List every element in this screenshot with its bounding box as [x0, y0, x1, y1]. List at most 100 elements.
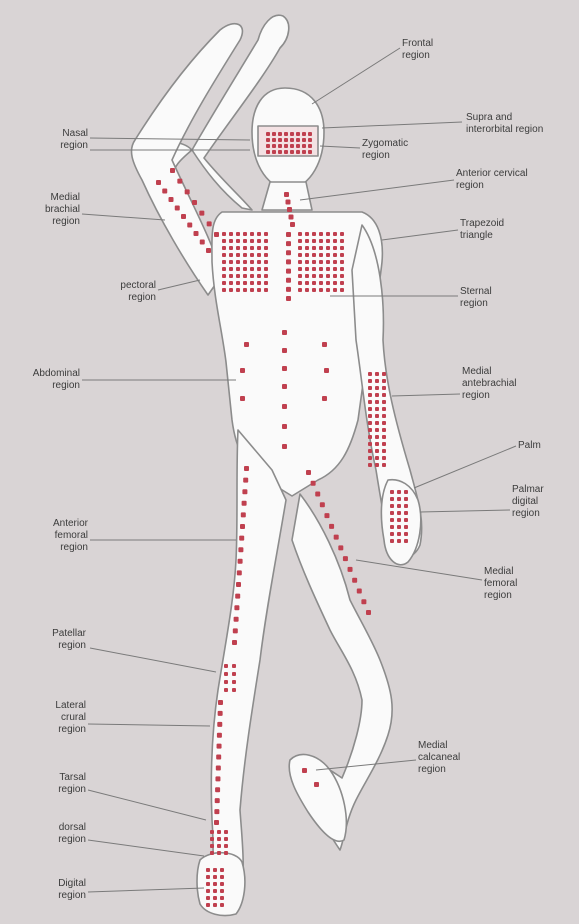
calcaneal-dot	[302, 768, 307, 773]
pectoral-dot	[319, 281, 323, 285]
leader-line	[420, 510, 510, 512]
medial-femoral-dot	[315, 492, 320, 497]
crural-dot	[217, 722, 222, 727]
brachial-dot	[207, 221, 212, 226]
medial-femoral-dot	[306, 470, 311, 475]
label-supra-interorbital-region: Supra and interorbital region	[466, 112, 576, 136]
digital-dot	[206, 903, 210, 907]
antebrachial-dot	[368, 393, 372, 397]
crural-dot	[215, 798, 220, 803]
face-dot	[278, 150, 282, 154]
pectoral-dot	[298, 267, 302, 271]
pectoral-dot	[333, 260, 337, 264]
pectoral-dot	[305, 232, 309, 236]
antebrachial-dot	[375, 442, 379, 446]
pectoral-dot	[319, 288, 323, 292]
pectoral-dot	[222, 288, 226, 292]
face-dot	[296, 138, 300, 142]
face-dot	[308, 144, 312, 148]
pectoral-dot	[236, 274, 240, 278]
face-dot	[308, 150, 312, 154]
medial-femoral-dot	[343, 556, 348, 561]
face-dot	[278, 144, 282, 148]
label-dorsal-region: dorsal region	[30, 822, 86, 846]
face-dot	[272, 144, 276, 148]
label-pectoral-region: pectoral region	[90, 280, 156, 304]
pectoral-dot	[229, 239, 233, 243]
pectoral-dot	[257, 260, 261, 264]
antebrachial-dot	[368, 456, 372, 460]
pectoral-dot	[319, 232, 323, 236]
palm-dot	[404, 518, 408, 522]
antebrachial-dot	[368, 372, 372, 376]
digital-dot	[206, 875, 210, 879]
antebrachial-dot	[382, 442, 386, 446]
face-dot	[284, 138, 288, 142]
femoral-dot	[244, 466, 249, 471]
pectoral-dot	[340, 274, 344, 278]
face-dot	[266, 150, 270, 154]
antebrachial-dot	[375, 414, 379, 418]
antebrachial-dot	[382, 400, 386, 404]
femoral-dot	[233, 628, 238, 633]
pectoral-dot	[243, 239, 247, 243]
leader-line	[392, 394, 460, 396]
pectoral-dot	[312, 246, 316, 250]
palm-dot	[404, 511, 408, 515]
antebrachial-dot	[375, 407, 379, 411]
sternal-dot	[286, 278, 291, 283]
pectoral-dot	[319, 239, 323, 243]
pectoral-dot	[333, 253, 337, 257]
palm-dot	[390, 525, 394, 529]
antebrachial-dot	[382, 435, 386, 439]
femoral-dot	[235, 594, 240, 599]
antebrachial-dot	[382, 421, 386, 425]
pectoral-dot	[333, 239, 337, 243]
palm-dot	[397, 504, 401, 508]
tarsal-dot	[224, 830, 228, 834]
antebrachial-dot	[375, 372, 379, 376]
pectoral-dot	[298, 260, 302, 264]
pectoral-dot	[319, 246, 323, 250]
face-dot	[302, 144, 306, 148]
pectoral-dot	[257, 232, 261, 236]
antebrachial-dot	[382, 407, 386, 411]
pectoral-dot	[243, 267, 247, 271]
pectoral-dot	[250, 232, 254, 236]
digital-dot	[213, 889, 217, 893]
label-sternal-region: Sternal region	[460, 286, 550, 310]
abdominal-dot	[282, 348, 287, 353]
palm-dot	[390, 504, 394, 508]
medial-femoral-dot	[366, 610, 371, 615]
leader-line	[158, 280, 200, 290]
pectoral-dot	[229, 288, 233, 292]
pectoral-dot	[333, 232, 337, 236]
pectoral-dot	[257, 267, 261, 271]
pectoral-dot	[326, 267, 330, 271]
digital-dot	[206, 882, 210, 886]
abdominal-dot	[282, 444, 287, 449]
brachial-dot	[206, 248, 211, 253]
leader-line	[88, 724, 210, 726]
label-patellar-region: Patellar region	[20, 628, 86, 652]
pectoral-dot	[326, 260, 330, 264]
label-nasal-region: Nasal region	[30, 128, 88, 152]
pectoral-dot	[257, 246, 261, 250]
brachial-dot	[175, 206, 180, 211]
pectoral-dot	[312, 232, 316, 236]
palm-dot	[390, 497, 394, 501]
femoral-dot	[239, 536, 244, 541]
sternal-dot	[286, 232, 291, 237]
pectoral-dot	[264, 288, 268, 292]
brachial-dot	[199, 211, 204, 216]
digital-dot	[220, 882, 224, 886]
pectoral-dot	[229, 232, 233, 236]
pectoral-dot	[333, 246, 337, 250]
medial-femoral-dot	[361, 599, 366, 604]
pectoral-dot	[305, 239, 309, 243]
brachial-dot	[187, 223, 192, 228]
palm-dot	[397, 497, 401, 501]
abdominal-dot	[282, 330, 287, 335]
pectoral-dot	[250, 239, 254, 243]
